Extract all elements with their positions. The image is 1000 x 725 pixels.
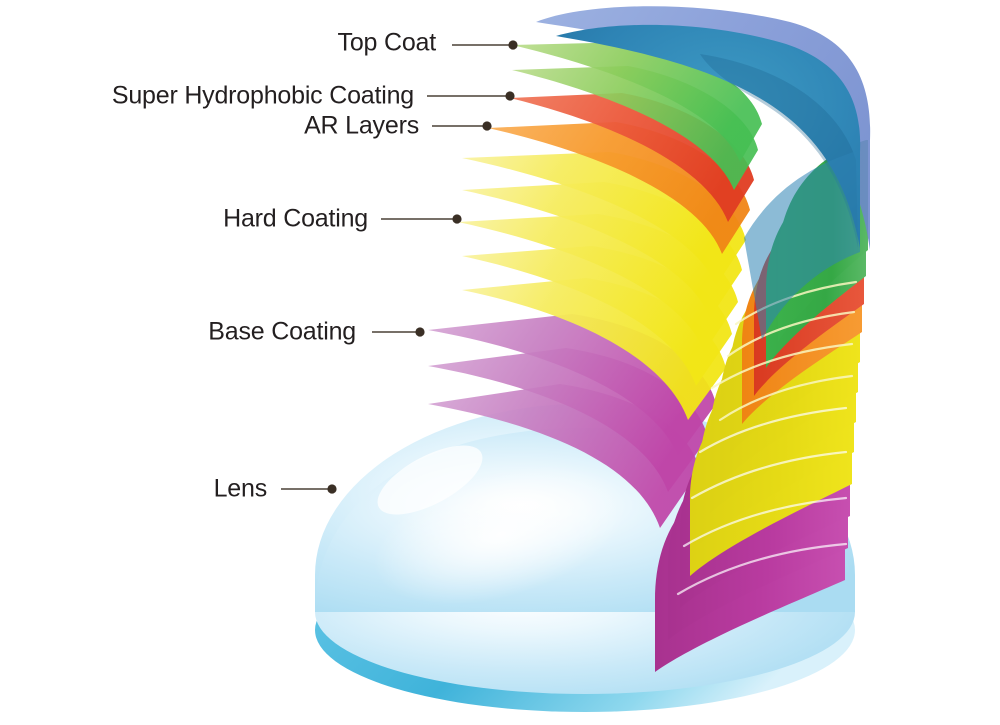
leader-top-coat <box>452 40 518 50</box>
lens-gloss-small <box>377 445 483 515</box>
leader-dot-ar-layers <box>482 121 492 131</box>
leader-dot-top-coat <box>508 40 518 50</box>
callout-label-top-coat: Top Coat <box>337 28 437 57</box>
callout-leaders <box>281 40 518 494</box>
leader-super-hydrophobic-coating <box>427 91 515 101</box>
top-cap-face <box>556 24 861 248</box>
leader-dot-super-hydrophobic-coating <box>505 91 515 101</box>
callout-label-base-coating: Base Coating <box>208 317 356 346</box>
callout-label-lens: Lens <box>213 474 268 503</box>
leader-dot-base-coating <box>415 327 425 337</box>
layer-separator-lines <box>676 406 848 596</box>
top-cap-group <box>536 6 871 250</box>
leader-dot-lens <box>327 484 337 494</box>
callout-label-ar-layers: AR Layers <box>304 111 419 140</box>
leader-base-coating <box>372 327 425 337</box>
leader-lens <box>281 484 337 494</box>
top-coat-flap-1 <box>512 42 762 162</box>
callout-label-hard-coating: Hard Coating <box>223 204 368 233</box>
leader-ar-layers <box>432 121 492 131</box>
cutaway-wedge <box>744 150 860 340</box>
callout-label-super-hydrophobic-coating: Super Hydrophobic Coating <box>111 81 414 110</box>
wedge-blue-inner <box>744 150 860 340</box>
leader-hard-coating <box>381 214 462 224</box>
leader-dot-hard-coating <box>452 214 462 224</box>
top-cap-inner-shadow <box>700 54 858 248</box>
